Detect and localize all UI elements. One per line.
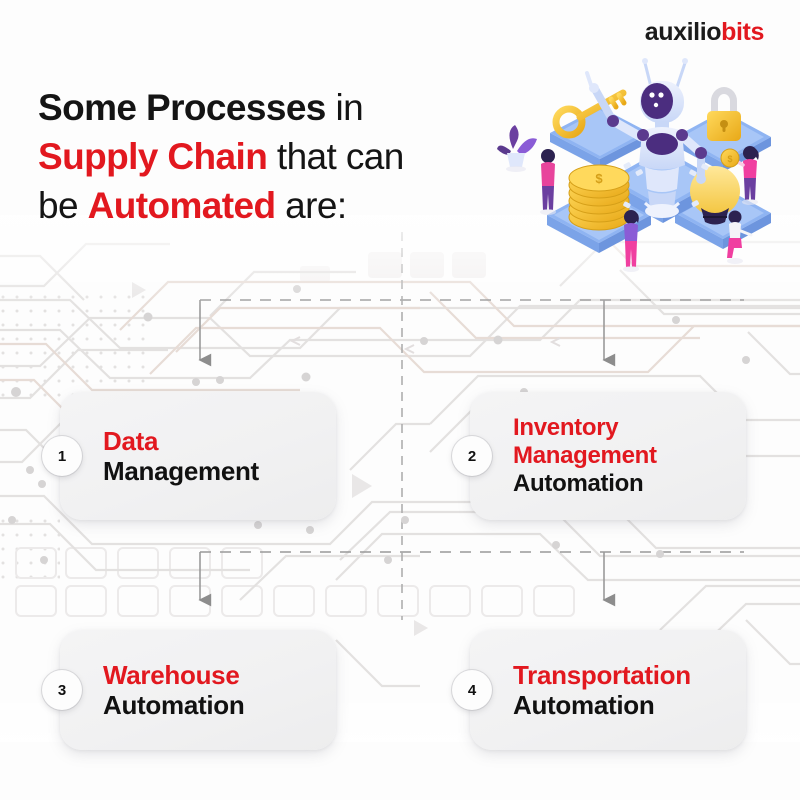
card-text-block: Transportation Automation [470, 660, 691, 720]
logo-text-bits: bits [721, 18, 764, 46]
card-text-block: Warehouse Automation [60, 659, 245, 720]
platform-connector-dots [623, 162, 709, 209]
card-title-black: Automation [513, 690, 655, 720]
card-title-red: Inventory [513, 414, 619, 442]
standing-person-left [540, 149, 556, 215]
card-number-badge-2: 2 [452, 436, 492, 476]
card-number-badge-4: 4 [452, 670, 492, 710]
standing-person-right: $ [720, 146, 759, 205]
brand-logo[interactable]: auxiliobits [644, 18, 765, 46]
card-text-block: Data Management [60, 426, 259, 486]
gold-coin-stack-icon: $ [568, 164, 630, 231]
process-card-inventory-management-automation[interactable]: Inventory Management Automation [470, 392, 746, 520]
standing-person-front [623, 210, 639, 272]
card-title-red: Transportation [513, 659, 691, 690]
headline-line-3-rest: are: [275, 184, 347, 226]
card-number-badge-1: 1 [42, 436, 82, 476]
gold-padlock-icon [707, 87, 741, 141]
process-card-transportation-automation[interactable]: Transportation Automation [470, 630, 746, 750]
headline-line-3-pre: be [38, 184, 88, 226]
arrow-ticks [289, 336, 561, 354]
headline-red-automated: Automated [87, 184, 276, 226]
card-title-black: Management [103, 456, 259, 486]
process-card-data-management[interactable]: Data Management [60, 392, 336, 520]
card-text-block: Inventory Management Automation [470, 414, 657, 497]
headline-line-1-rest: in [325, 87, 364, 128]
headline-line-3: be Automated are: [38, 182, 508, 231]
headline-line-2-rest: that can [267, 135, 404, 177]
process-card-warehouse-automation[interactable]: Warehouse Automation [60, 630, 336, 750]
svg-text:$: $ [595, 171, 603, 186]
headline-line-2: Supply Chain that can [38, 133, 508, 182]
purple-plant [497, 125, 537, 172]
isometric-robot-automation-illustration: $ [497, 58, 771, 272]
page-title: Some Processes in Supply Chain that can … [38, 84, 508, 230]
card-title-red: Data [103, 425, 159, 456]
svg-text:$: $ [727, 154, 732, 164]
logo-text-auxilio: auxilio [644, 18, 722, 46]
central-robot [585, 58, 707, 218]
headline-red-supply-chain: Supply Chain [38, 135, 268, 177]
card-title-red: Warehouse [103, 659, 240, 690]
card-number-badge-3: 3 [42, 670, 82, 710]
headline-bold-some-processes: Some Processes [38, 87, 326, 128]
card-title-black: Automation [103, 690, 245, 720]
headline-line-1: Some Processes in [38, 84, 508, 133]
card-title-red-2: Management [513, 442, 657, 470]
card-title-black: Automation [513, 469, 644, 497]
seated-person-right [727, 210, 753, 264]
